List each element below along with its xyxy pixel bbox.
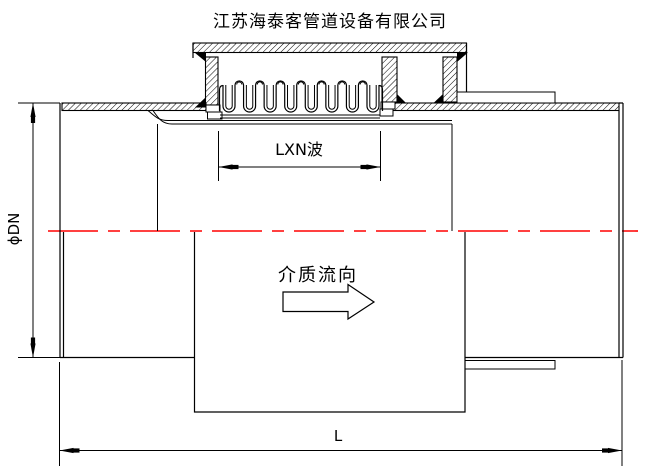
flow-direction-label: 介质流向 bbox=[278, 265, 358, 286]
company-title: 江苏海泰客管道设备有限公司 bbox=[213, 12, 447, 32]
dimension-arrows bbox=[30, 103, 36, 358]
arrow-tail bbox=[232, 164, 239, 170]
bellows-inner-wall bbox=[225, 81, 377, 110]
flow-direction-annotation: 介质流向 bbox=[278, 265, 376, 321]
bellows-collars bbox=[205, 91, 556, 120]
weld-symbols bbox=[194, 52, 468, 108]
dimension-total-length: L bbox=[59, 360, 623, 466]
cover-end-ring-lower bbox=[464, 360, 556, 370]
weld-triangle bbox=[195, 97, 206, 108]
dimension-arrow bbox=[30, 343, 36, 358]
total-length-label: L bbox=[334, 427, 343, 445]
bellows bbox=[218, 80, 384, 119]
liner-bottom bbox=[152, 110, 452, 125]
collar bbox=[379, 108, 394, 117]
dimension-arrows bbox=[218, 164, 381, 170]
diameter-label: ϕDN bbox=[5, 213, 23, 246]
weld-triangle bbox=[397, 94, 406, 103]
arrow-tail bbox=[73, 448, 80, 453]
collar bbox=[380, 101, 396, 110]
weld-triangle bbox=[433, 94, 443, 103]
dimension-arrow bbox=[218, 164, 233, 170]
dimension-arrow bbox=[366, 164, 381, 170]
arrow-tail bbox=[360, 164, 367, 170]
right-pipe-end bbox=[619, 102, 624, 358]
dimension-arrow bbox=[30, 103, 36, 117]
arrow-tail bbox=[30, 117, 36, 123]
weld-triangle bbox=[194, 52, 206, 62]
arrow-tail bbox=[30, 337, 36, 344]
cover-right-post bbox=[442, 56, 458, 103]
bellows-left-end-plate bbox=[204, 56, 219, 106]
dimension-arrow bbox=[608, 447, 622, 454]
left-pipe-wall-section bbox=[61, 102, 207, 112]
dimension-bellows-length: LXN波 bbox=[218, 131, 381, 181]
bellows-outer-wall bbox=[218, 80, 384, 113]
cover-body-lower bbox=[193, 232, 466, 413]
outer-cover-plate bbox=[192, 42, 468, 54]
cover-end-ring bbox=[456, 91, 556, 104]
dimension-arrow bbox=[59, 447, 74, 454]
dimension-diameter: ϕDN bbox=[5, 102, 60, 358]
right-pipe-wall-section bbox=[389, 102, 620, 112]
dimension-arrows bbox=[59, 447, 622, 454]
bellows-length-label: LXN波 bbox=[275, 140, 323, 159]
arrow-tail bbox=[602, 448, 608, 453]
collar bbox=[207, 111, 223, 120]
bellows-right-end-plate bbox=[381, 56, 398, 103]
weld-triangle bbox=[457, 52, 468, 62]
flow-direction-arrow bbox=[282, 283, 376, 321]
collar bbox=[205, 104, 221, 113]
body-outline bbox=[59, 43, 624, 413]
